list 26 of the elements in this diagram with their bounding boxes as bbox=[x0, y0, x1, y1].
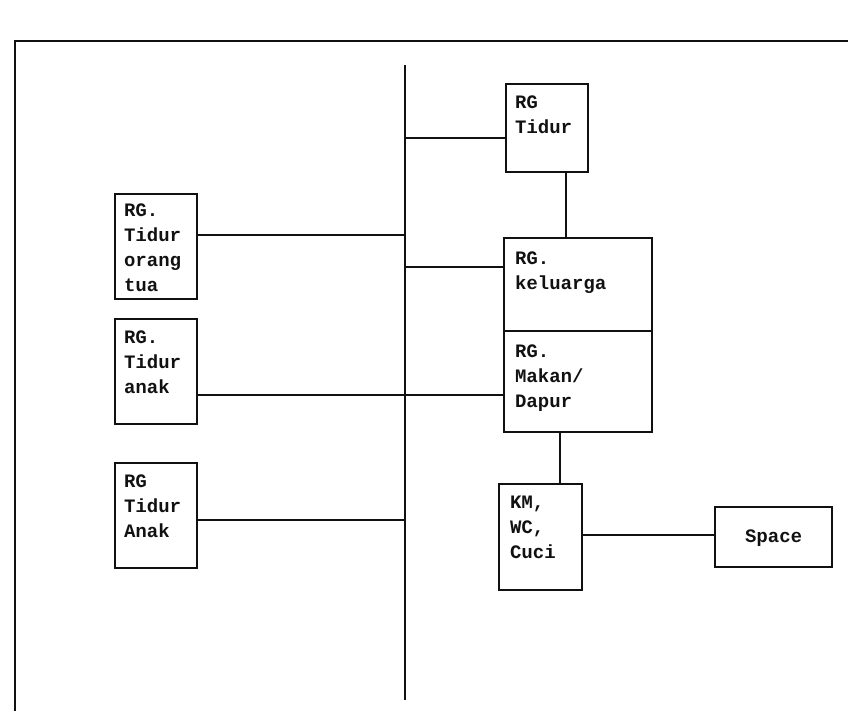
bus-line bbox=[404, 65, 406, 700]
room-box bbox=[114, 318, 198, 425]
connector-line bbox=[406, 394, 503, 396]
room-label: RG Tidur bbox=[515, 91, 574, 141]
connector-line bbox=[406, 266, 503, 268]
room-label: RG. keluarga bbox=[515, 247, 608, 297]
room-label: RG Tidur Anak bbox=[124, 470, 182, 545]
connector-line bbox=[198, 519, 404, 521]
connector-line bbox=[559, 433, 561, 483]
room-label: RG. Tidur orang tua bbox=[124, 199, 182, 299]
connector-line bbox=[583, 534, 714, 536]
room-box bbox=[498, 483, 583, 591]
connector-line bbox=[198, 394, 404, 396]
room-label: Space bbox=[744, 524, 802, 550]
connector-line bbox=[565, 173, 567, 237]
room-label: KM, WC, Cuci bbox=[510, 491, 557, 566]
room-box bbox=[503, 330, 653, 433]
room-box bbox=[503, 237, 653, 332]
room-box bbox=[714, 506, 833, 568]
room-label: RG. Tidur anak bbox=[124, 326, 182, 401]
room-box bbox=[505, 83, 589, 173]
room-box bbox=[114, 193, 198, 300]
room-label: RG. Makan/ Dapur bbox=[515, 340, 584, 415]
connector-line bbox=[198, 234, 404, 236]
connector-line bbox=[406, 137, 505, 139]
room-box bbox=[114, 462, 198, 569]
